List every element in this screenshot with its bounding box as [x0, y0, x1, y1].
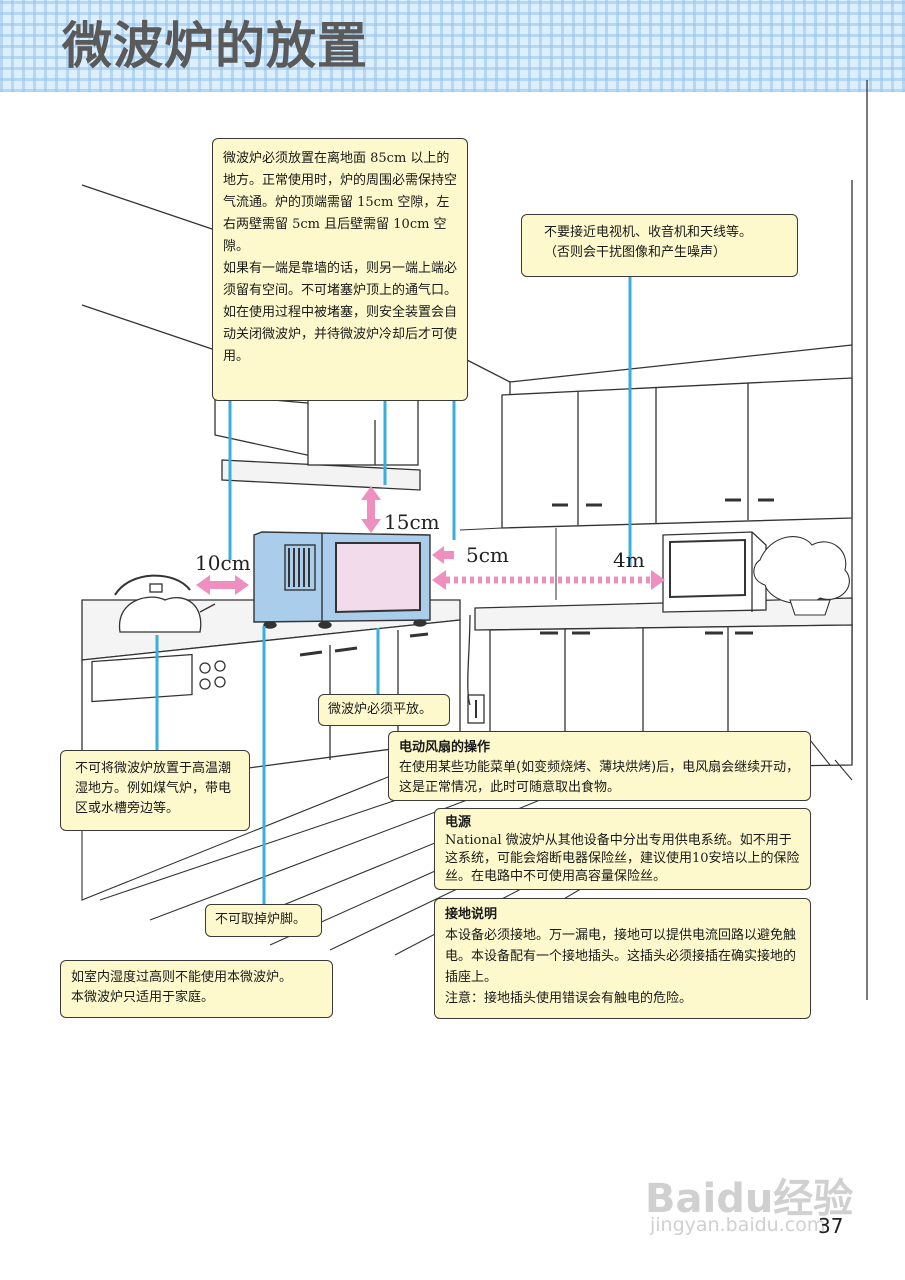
- household-note: 如室内湿度过高则不能使用本微波炉。 本微波炉只适用于家庭。: [60, 960, 333, 1018]
- fan-text: 在使用某些功能菜单(如变频烧烤、薄块烘烤)后，电风扇会继续开动，这是正常情况，此…: [399, 760, 800, 795]
- dimension-5cm: 5cm: [466, 543, 509, 567]
- feet-text: 不可取掉炉脚。: [215, 912, 307, 927]
- household-text-1: 如室内湿度过高则不能使用本微波炉。: [71, 970, 293, 985]
- tv-text-1: 不要接近电视机、收音机和天线等。: [544, 225, 753, 240]
- power-note: 电源 National 微波炉从其他设备中分出专用供电系统。如不用于这系统，可能…: [434, 808, 811, 890]
- placement-note: 微波炉必须放置在离地面 85cm 以上的地方。正常使用时，炉的周围必需保持空气流…: [212, 138, 468, 401]
- page-title: 微波炉的放置: [62, 17, 368, 75]
- dimension-10cm: 10cm: [195, 551, 251, 575]
- power-title: 电源: [445, 815, 472, 830]
- ground-note: 接地说明 本设备必须接地。万一漏电，接地可以提供电流回路以避免触电。本设备配有一…: [434, 898, 811, 1019]
- household-text-2: 本微波炉只适用于家庭。: [71, 990, 215, 1005]
- humid-text: 不可将微波炉放置于高温潮湿地方。例如煤气炉，带电区或水槽旁边等。: [75, 761, 232, 816]
- ground-title: 接地说明: [445, 907, 498, 922]
- page-number: 37: [818, 1214, 844, 1238]
- placement-text-2: 如果有一端是靠墙的话，则另一端上端必须留有空间。不可堵塞炉顶上的通气口。如在使用…: [223, 261, 458, 364]
- feet-note: 不可取掉炉脚。: [205, 904, 322, 937]
- humid-note: 不可将微波炉放置于高温潮湿地方。例如煤气炉，带电区或水槽旁边等。: [60, 750, 250, 831]
- watermark-url: jingyan.baidu.com: [650, 1214, 826, 1236]
- watermark-logo: Baidu经验: [645, 1176, 854, 1222]
- ground-caution: 注意：接地插头使用错误会有触电的危险。: [445, 991, 693, 1006]
- ground-text: 本设备必须接地。万一漏电，接地可以提供电流回路以避免触电。本设备配有一个接地插头…: [445, 928, 797, 985]
- dimension-4m: 4m: [613, 548, 645, 572]
- microwave-icon: [253, 531, 431, 629]
- fan-note: 电动风扇的操作 在使用某些功能菜单(如变频烧烤、薄块烘烤)后，电风扇会继续开动，…: [388, 731, 811, 801]
- tv-note: 不要接近电视机、收音机和天线等。 （否则会干扰图像和产生噪声）: [521, 214, 798, 277]
- header-band: 微波炉的放置: [0, 0, 905, 92]
- tv-text-2: （否则会干扰图像和产生噪声）: [544, 245, 727, 260]
- dimension-15cm: 15cm: [384, 510, 440, 534]
- level-note: 微波炉必须平放。: [318, 694, 450, 726]
- power-text: National 微波炉从其他设备中分出专用供电系统。如不用于这系统，可能会熔断…: [445, 833, 800, 884]
- level-text: 微波炉必须平放。: [328, 702, 433, 717]
- fan-title: 电动风扇的操作: [399, 740, 491, 755]
- placement-text-1: 微波炉必须放置在离地面 85cm 以上的地方。正常使用时，炉的周围必需保持空气流…: [223, 151, 458, 254]
